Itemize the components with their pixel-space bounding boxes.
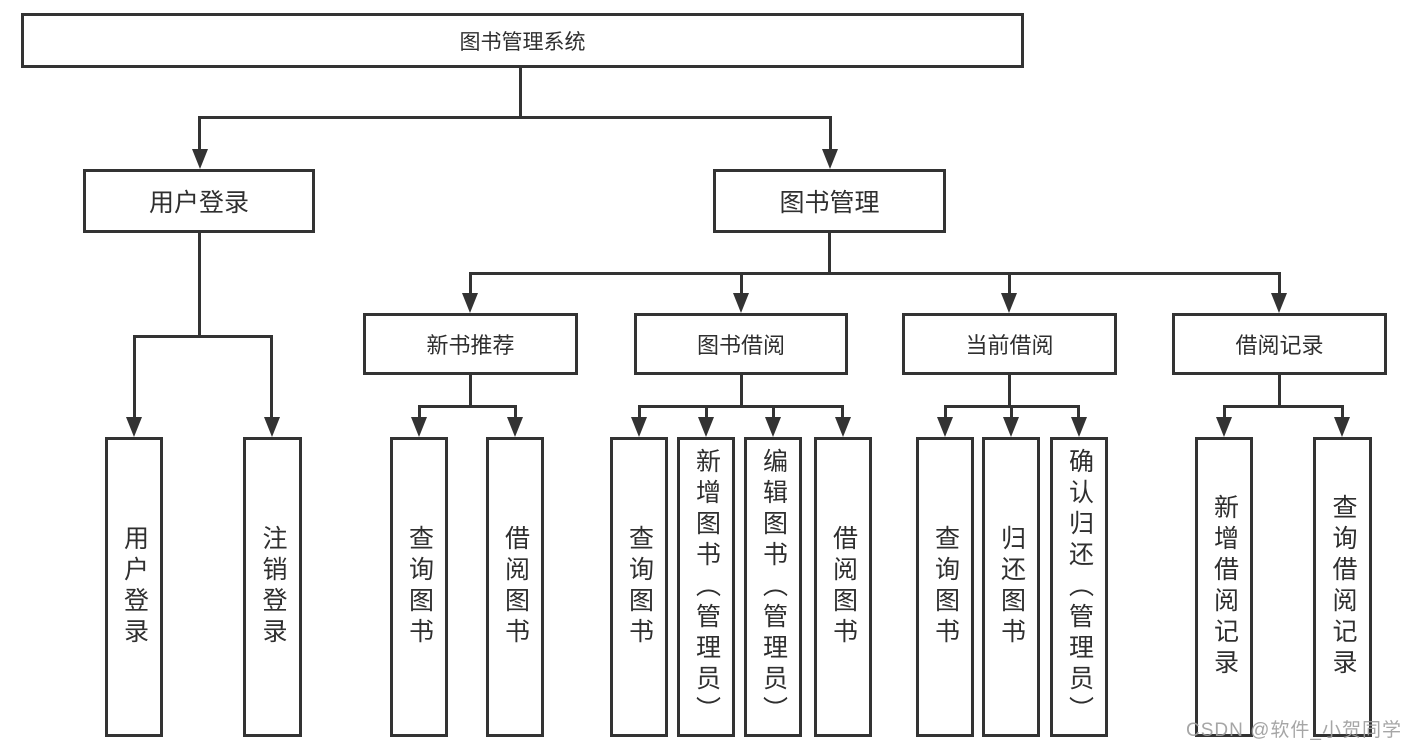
node-leaf-borrow-book-2-label: 借阅图书: [829, 525, 858, 649]
node-current-borrow: 当前借阅: [902, 313, 1117, 375]
arrowhead-icon: [126, 417, 142, 437]
node-new-book-rec: 新书推荐: [363, 313, 578, 375]
node-leaf-query-book-1: 查询图书: [390, 437, 448, 737]
node-leaf-borrow-book-1-label: 借阅图书: [501, 525, 530, 649]
node-leaf-add-book: 新增图书（管理员）: [677, 437, 735, 737]
arrowhead-icon: [835, 417, 851, 437]
connector-current-borrow-stem: [1008, 375, 1011, 405]
node-new-book-rec-label: 新书推荐: [426, 333, 515, 358]
node-leaf-query-book-2: 查询图书: [610, 437, 668, 737]
node-root: 图书管理系统: [21, 13, 1024, 68]
connector-book-mgmt-bar: [469, 272, 1281, 275]
connector-book-borrow-bar: [638, 405, 844, 408]
node-leaf-add-record: 新增借阅记录: [1195, 437, 1253, 737]
connector-drop: [1077, 405, 1080, 418]
node-leaf-add-record-label: 新增借阅记录: [1210, 494, 1239, 680]
arrowhead-icon: [1216, 417, 1232, 437]
arrowhead-icon: [1271, 293, 1287, 313]
node-leaf-edit-book: 编辑图书（管理员）: [744, 437, 802, 737]
connector-drop: [841, 405, 844, 418]
connector-book-borrow-stem: [740, 375, 743, 405]
node-leaf-return-book-label: 归还图书: [997, 525, 1026, 649]
node-leaf-query-book-3: 查询图书: [916, 437, 974, 737]
node-leaf-logout-label: 注销登录: [259, 525, 287, 649]
node-leaf-query-book-3-label: 查询图书: [931, 525, 960, 649]
connector-book-mgmt-stem: [828, 233, 831, 272]
node-book-mgmt-label: 图书管理: [779, 189, 880, 217]
arrowhead-icon: [507, 417, 523, 437]
arrowhead-icon: [1001, 293, 1017, 313]
connector-drop: [772, 405, 775, 418]
connector-drop-current-borrow: [1008, 272, 1011, 294]
node-book-borrow-label: 图书借阅: [696, 333, 785, 358]
node-leaf-edit-book-label: 编辑图书（管理员）: [759, 447, 788, 727]
connector-drop: [1010, 405, 1013, 418]
node-leaf-confirm-return: 确认归还（管理员）: [1050, 437, 1108, 737]
node-leaf-user-login-label: 用户登录: [120, 525, 149, 649]
connector-new-book-rec-stem: [469, 375, 472, 405]
arrowhead-icon: [822, 149, 838, 169]
connector-drop-book-borrow: [740, 272, 743, 294]
arrowhead-icon: [733, 293, 749, 313]
connector-drop-leaf-user-login: [133, 335, 136, 418]
node-leaf-add-book-label: 新增图书（管理员）: [692, 447, 721, 727]
connector-drop-borrow-records: [1278, 272, 1281, 294]
connector-drop: [638, 405, 641, 418]
arrowhead-icon: [1071, 417, 1087, 437]
connector-drop: [944, 405, 947, 418]
connector-new-book-rec-bar: [418, 405, 517, 408]
node-leaf-query-record: 查询借阅记录: [1313, 437, 1372, 737]
connector-drop-leaf-logout: [270, 335, 273, 418]
arrowhead-icon: [411, 417, 427, 437]
arrowhead-icon: [698, 417, 714, 437]
node-leaf-confirm-return-label: 确认归还（管理员）: [1065, 447, 1094, 727]
node-leaf-borrow-book-1: 借阅图书: [486, 437, 544, 737]
connector-drop: [1341, 405, 1344, 418]
connector-drop-book-mgmt: [829, 116, 832, 150]
node-leaf-query-record-label: 查询借阅记录: [1329, 494, 1357, 680]
connector-drop: [1223, 405, 1226, 418]
csdn-watermark: CSDN @软件_小贺同学: [1186, 720, 1402, 741]
node-leaf-query-book-2-label: 查询图书: [625, 525, 654, 649]
node-leaf-logout: 注销登录: [243, 437, 302, 737]
connector-drop: [514, 405, 517, 418]
node-user-login-label: 用户登录: [148, 189, 249, 217]
arrowhead-icon: [264, 417, 280, 437]
connector-drop-user-login: [198, 116, 201, 150]
connector-borrow-records-bar: [1223, 405, 1344, 408]
node-leaf-query-book-1-label: 查询图书: [405, 525, 434, 649]
arrowhead-icon: [1003, 417, 1019, 437]
connector-borrow-records-stem: [1278, 375, 1281, 405]
node-root-label: 图书管理系统: [459, 30, 586, 54]
node-borrow-records: 借阅记录: [1172, 313, 1387, 375]
connector-drop: [418, 405, 421, 418]
arrowhead-icon: [462, 293, 478, 313]
arrowhead-icon: [631, 417, 647, 437]
node-current-borrow-label: 当前借阅: [965, 333, 1054, 358]
connector-drop: [705, 405, 708, 418]
node-leaf-borrow-book-2: 借阅图书: [814, 437, 872, 737]
connector-root-bar: [198, 116, 832, 119]
connector-drop-new-book-rec: [469, 272, 472, 294]
connector-root-stem: [519, 68, 522, 116]
connector-user-login-bar: [133, 335, 273, 338]
node-borrow-records-label: 借阅记录: [1235, 333, 1324, 358]
arrowhead-icon: [1334, 417, 1350, 437]
node-leaf-user-login: 用户登录: [105, 437, 163, 737]
arrowhead-icon: [192, 149, 208, 169]
node-leaf-return-book: 归还图书: [982, 437, 1040, 737]
node-book-borrow: 图书借阅: [634, 313, 848, 375]
node-book-mgmt: 图书管理: [713, 169, 946, 233]
connector-user-login-stem: [198, 233, 201, 335]
arrowhead-icon: [937, 417, 953, 437]
node-user-login: 用户登录: [83, 169, 315, 233]
arrowhead-icon: [765, 417, 781, 437]
